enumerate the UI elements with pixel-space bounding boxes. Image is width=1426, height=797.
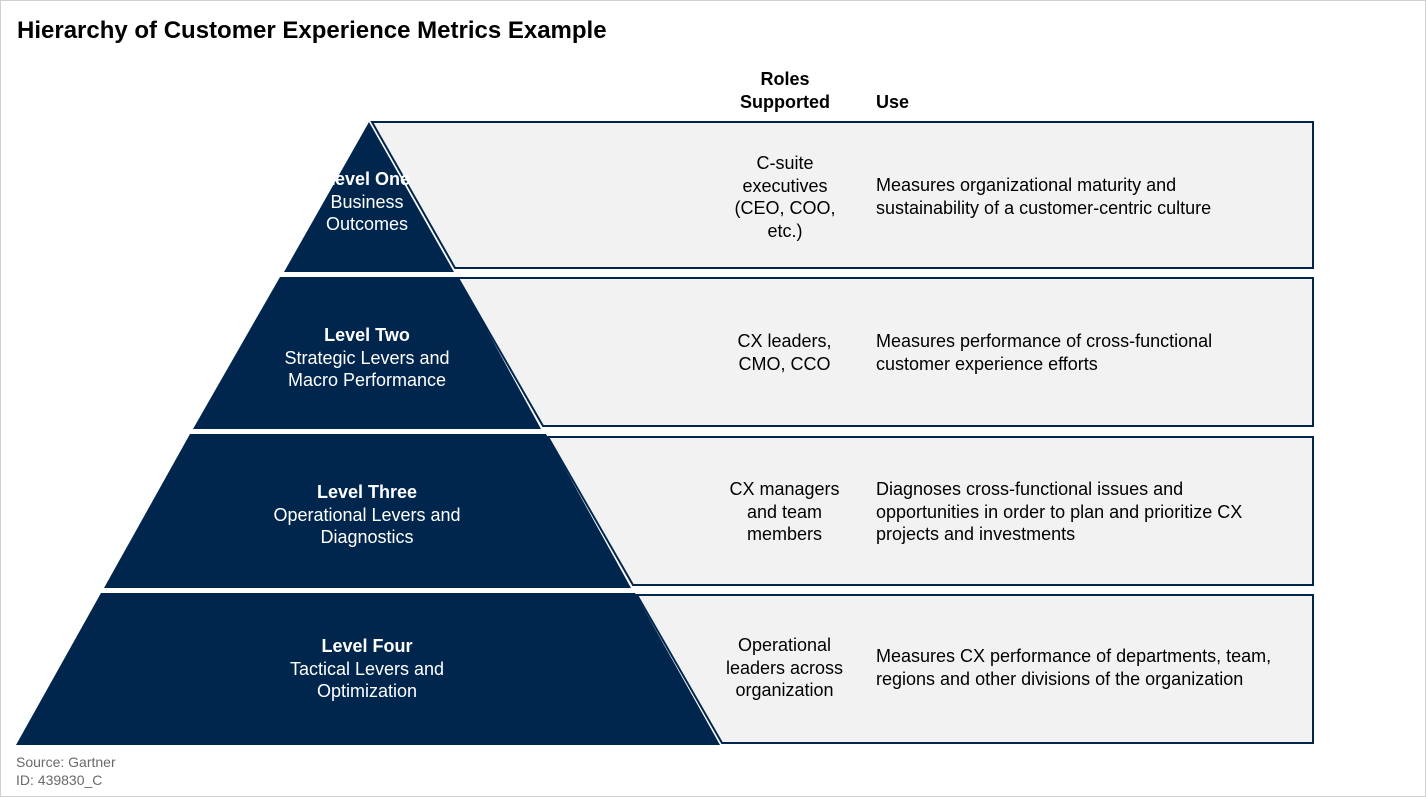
roles-column-header: Roles Supported [740,69,830,112]
band-level-four [635,594,1314,744]
level-one-name: Level One [323,169,411,189]
level-one-description: Business Outcomes [325,191,409,235]
level-four-name: Level Four [321,636,413,656]
level-three-name: Level Three [316,482,418,502]
level-two-name: Level Two [324,325,410,345]
level-two-use: Measures performance of cross-functional… [876,331,1213,374]
page-title: Hierarchy of Customer Experience Metrics… [17,17,607,44]
figure-id: ID: 439830_C [16,772,103,788]
pyramid-level-two [193,277,541,429]
band-level-two [456,277,1314,427]
pyramid-level-one [284,122,454,272]
band-level-three [546,436,1314,586]
level-four-label: Level Four Tactical Levers and Optimizat… [267,635,467,703]
pyramid-level-three [104,434,631,588]
level-one-roles: C-suite executives (CEO, COO, etc.) [734,153,836,241]
level-one-label: Level One Business Outcomes [317,168,417,236]
level-three-description: Operational Levers and Diagnostics [273,504,461,548]
source-note: Source: Gartner [16,754,116,770]
level-two-roles: CX leaders, CMO, CCO [737,331,832,374]
level-four-use: Measures CX performance of departments, … [876,646,1272,689]
band-level-one [370,121,1314,269]
level-two-description: Strategic Levers and Macro Performance [284,347,450,391]
pyramid-level-four [16,593,720,745]
level-three-use: Diagnoses cross-functional issues and op… [876,479,1243,544]
level-four-description: Tactical Levers and Optimization [289,658,445,702]
level-four-roles: Operational leaders across organization [725,635,844,700]
use-column-header: Use [876,92,910,112]
level-one-use: Measures organizational maturity and sus… [876,175,1212,218]
level-two-label: Level Two Strategic Levers and Macro Per… [267,324,467,392]
level-three-roles: CX managers and team members [729,479,840,544]
level-three-label: Level Three Operational Levers and Diagn… [267,481,467,549]
